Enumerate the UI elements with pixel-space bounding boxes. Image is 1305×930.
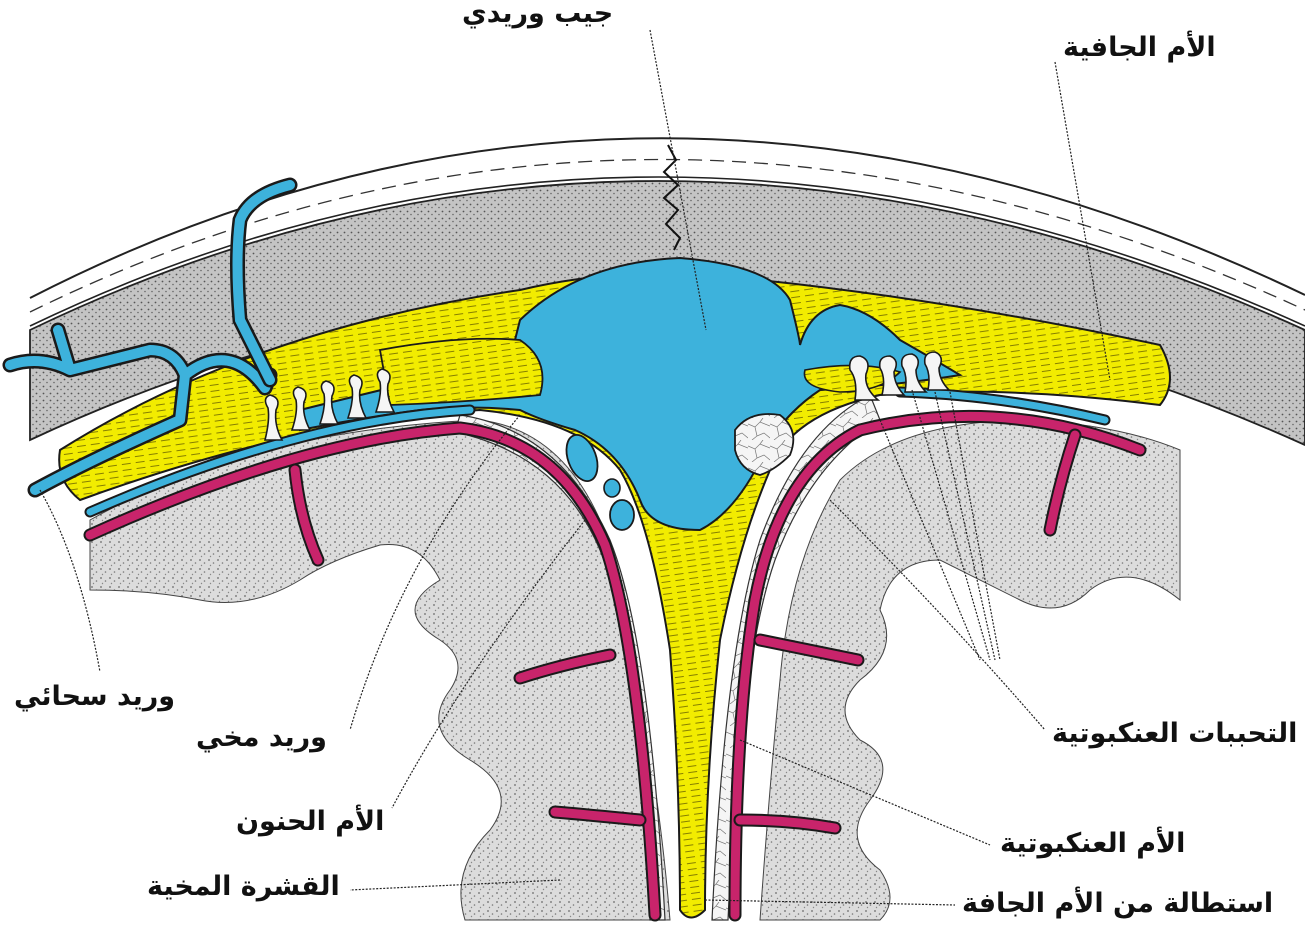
label-pia-mater: الأم الحنون xyxy=(236,806,385,837)
arachnoid-granulation-blob xyxy=(734,413,795,476)
label-dura-extension: استطالة من الأم الجافة xyxy=(962,888,1274,919)
leader-lines xyxy=(39,29,1111,906)
label-arachnoid-mater: الأم العنكبوتية xyxy=(1000,828,1186,859)
lacuna xyxy=(565,434,599,482)
label-cerebral-cortex: القشرة المخية xyxy=(147,871,340,902)
scalp-layers xyxy=(29,137,1305,327)
label-venous-sinus: جيب وريدي xyxy=(462,0,614,29)
sinus-tear-line xyxy=(662,144,682,251)
label-dura-mater: الأم الجافية xyxy=(1063,32,1216,63)
label-meningeal-vein: وريد سحائي xyxy=(14,681,176,712)
cerebral-cortex-shape-right xyxy=(759,419,1181,921)
label-cerebral-vein: وريد مخي xyxy=(196,722,327,753)
arachnoid-granulations-villi xyxy=(263,351,951,441)
lacuna xyxy=(609,499,635,531)
lacuna xyxy=(603,478,621,498)
dura-lobe-left xyxy=(378,337,544,406)
pia-mater-shape xyxy=(83,409,1147,922)
cerebral-cortex-shape xyxy=(89,419,671,921)
label-arachnoid-granulations: التحببات العنكبوتية xyxy=(1052,718,1298,749)
